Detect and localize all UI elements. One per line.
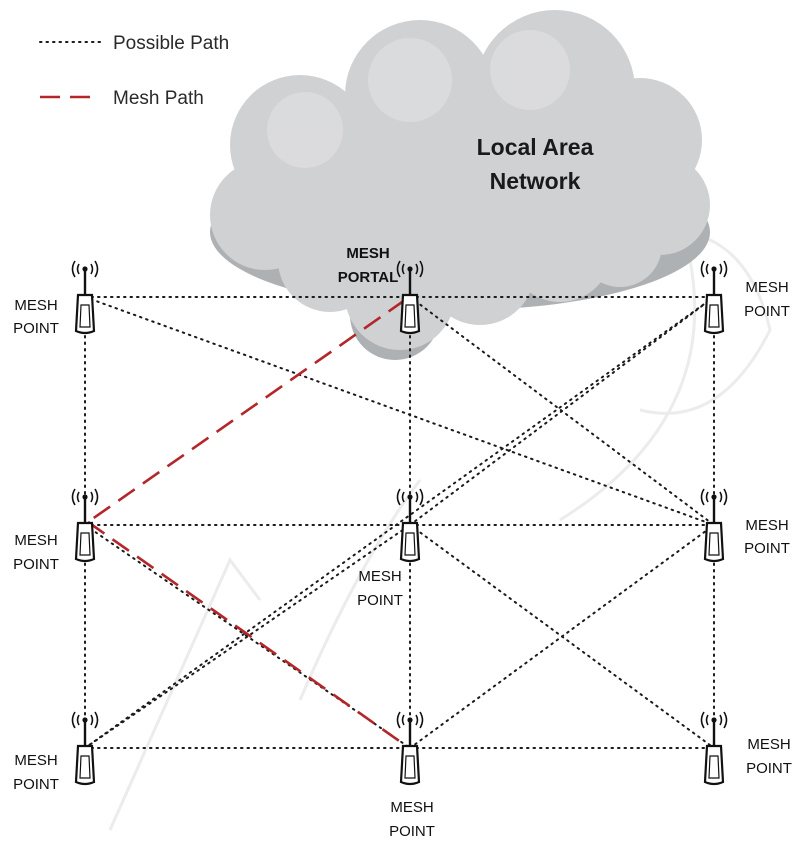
- mid-center-label-line2: POINT: [357, 592, 403, 609]
- cloud-label-line2: Network: [490, 168, 581, 194]
- top-right-label-line2: POINT: [744, 303, 790, 320]
- portal-antenna-icon: [396, 260, 424, 335]
- legend-mesh-label: Mesh Path: [113, 88, 204, 109]
- legend-possible-label: Possible Path: [113, 33, 229, 54]
- mid-center-label-line1: MESH: [358, 568, 401, 585]
- bot-left-label-line1: MESH: [14, 752, 57, 769]
- bot-center-label-line2: POINT: [389, 823, 435, 840]
- legend: Possible Path Mesh Path: [39, 33, 229, 109]
- bot-left-antenna-icon: [71, 711, 99, 786]
- possible-paths: [84, 296, 715, 749]
- bot-center-label-line1: MESH: [390, 799, 433, 816]
- top-left-label-line1: MESH: [14, 297, 57, 314]
- top-right-antenna-icon: [700, 260, 728, 335]
- mid-left-antenna-icon: [71, 488, 99, 563]
- bot-center-antenna-icon: [396, 711, 424, 786]
- mesh-path-mid-left-to-bot-center: [87, 520, 406, 747]
- top-left-antenna-icon: [71, 260, 99, 335]
- local-area-network-cloud: Local Area Network: [210, 10, 710, 360]
- mid-right-label-line2: POINT: [744, 540, 790, 557]
- mid-center-antenna-icon: [396, 488, 424, 563]
- bot-right-label-line2: POINT: [746, 760, 792, 777]
- portal-label-line1: MESH: [346, 245, 389, 262]
- cloud-label-line1: Local Area: [477, 134, 594, 160]
- top-left-label-line2: POINT: [13, 320, 59, 337]
- mesh-path-portal-to-mid-left: [87, 298, 406, 524]
- mesh-nodes: [71, 260, 728, 786]
- bot-right-antenna-icon: [700, 711, 728, 786]
- bot-left-label-line2: POINT: [13, 776, 59, 793]
- mid-right-label-line1: MESH: [745, 517, 788, 534]
- mid-right-antenna-icon: [700, 488, 728, 563]
- mid-left-label-line2: POINT: [13, 556, 59, 573]
- mid-left-label-line1: MESH: [14, 532, 57, 549]
- mesh-paths: [87, 298, 406, 747]
- node-labels: MESH PORTAL MESH POINT MESH POINT MESH P…: [13, 245, 792, 840]
- bot-right-label-line1: MESH: [747, 736, 790, 753]
- top-right-label-line1: MESH: [745, 279, 788, 296]
- portal-label-line2: PORTAL: [338, 269, 399, 286]
